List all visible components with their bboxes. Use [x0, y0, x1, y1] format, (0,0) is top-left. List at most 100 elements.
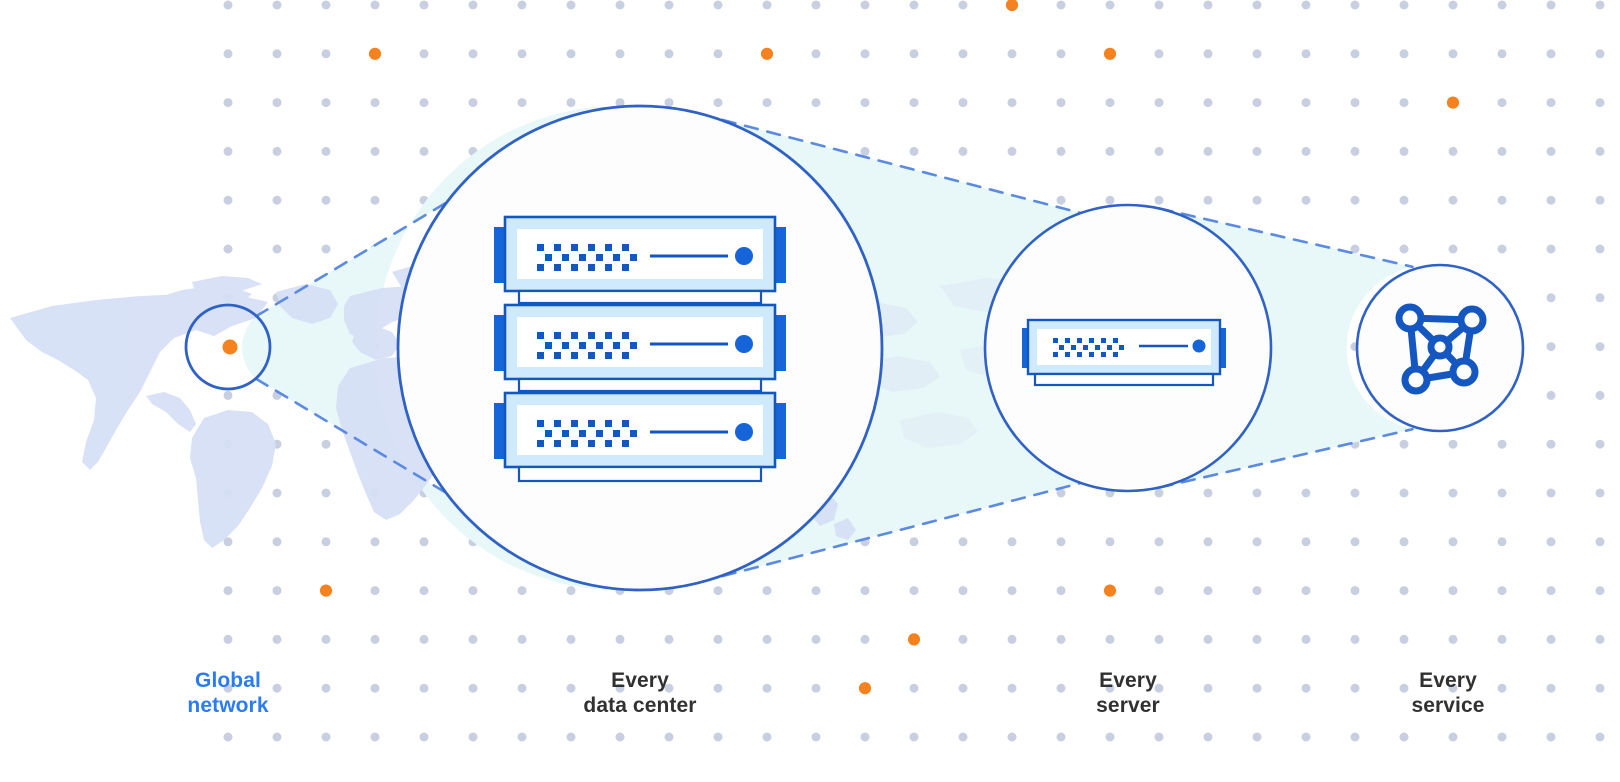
- grid-dot: [1154, 537, 1164, 547]
- grid-dot: [1154, 195, 1164, 205]
- grid-dot: [370, 683, 380, 693]
- grid-dot: [1154, 488, 1164, 498]
- grid-dot: [1105, 0, 1115, 10]
- grid-dot: [1546, 146, 1556, 156]
- grid-dot: [860, 98, 870, 108]
- grid-dot: [1546, 586, 1556, 596]
- grid-dot-highlight: [858, 682, 872, 695]
- grid-dot: [468, 586, 478, 596]
- stage-label-every-data-center: Every data center: [583, 669, 697, 717]
- grid-dot: [272, 244, 282, 254]
- grid-dot: [1252, 683, 1262, 693]
- grid-dot: [1154, 732, 1164, 742]
- grid-dot: [1497, 0, 1507, 10]
- grid-dot: [1546, 439, 1556, 449]
- grid-dot: [1497, 732, 1507, 742]
- connector-line-2-bottom: [699, 480, 1089, 584]
- grid-dot: [223, 98, 233, 108]
- grid-dot: [615, 98, 625, 108]
- grid-dot: [958, 683, 968, 693]
- grid-dot: [1007, 49, 1017, 59]
- grid-dot: [1448, 146, 1458, 156]
- grid-dot: [615, 49, 625, 59]
- grid-dot: [1154, 98, 1164, 108]
- grid-dot: [1497, 586, 1507, 596]
- grid-dot: [1301, 586, 1311, 596]
- grid-dot-highlight: [1005, 0, 1019, 12]
- grid-dot: [1497, 195, 1507, 205]
- grid-dot: [272, 537, 282, 547]
- grid-dot: [713, 683, 723, 693]
- grid-dot: [958, 146, 968, 156]
- stage-label-global-network: Global network: [187, 669, 269, 717]
- grid-dot: [1056, 98, 1066, 108]
- grid-dot: [566, 0, 576, 10]
- grid-dot: [1154, 0, 1164, 10]
- grid-dot: [370, 586, 380, 596]
- grid-dot: [321, 488, 331, 498]
- grid-dot: [1252, 98, 1262, 108]
- grid-dot: [1497, 439, 1507, 449]
- grid-dot: [811, 98, 821, 108]
- grid-dot: [1448, 0, 1458, 10]
- server-rack-divider-1: [517, 289, 763, 305]
- grid-dot: [1056, 49, 1066, 59]
- grid-dot: [958, 732, 968, 742]
- grid-dot: [1056, 195, 1066, 205]
- grid-dot: [615, 683, 625, 693]
- grid-dot: [1350, 683, 1360, 693]
- grid-dot: [1595, 537, 1605, 547]
- grid-dot: [1595, 49, 1605, 59]
- grid-dot: [321, 0, 331, 10]
- network-node-center: [1427, 334, 1453, 360]
- grid-dot: [1252, 537, 1262, 547]
- grid-dot: [517, 98, 527, 108]
- grid-dot: [1595, 634, 1605, 644]
- grid-dot: [272, 49, 282, 59]
- grid-dot: [1497, 49, 1507, 59]
- grid-dot: [1546, 293, 1556, 303]
- grid-dot: [1252, 732, 1262, 742]
- grid-dot: [321, 683, 331, 693]
- grid-dot: [811, 586, 821, 596]
- stage-circle-global-network[interactable]: [184, 303, 272, 391]
- grid-dot: [664, 634, 674, 644]
- grid-dot: [468, 634, 478, 644]
- grid-dot: [1546, 244, 1556, 254]
- grid-dot: [272, 683, 282, 693]
- grid-dot: [1399, 146, 1409, 156]
- grid-dot: [321, 49, 331, 59]
- grid-dot: [1252, 49, 1262, 59]
- grid-dot: [223, 683, 233, 693]
- grid-dot: [419, 98, 429, 108]
- grid-dot: [762, 98, 772, 108]
- server-vent-dots-2: [537, 332, 637, 359]
- server-vent-dots-1: [537, 244, 637, 271]
- grid-dot: [321, 146, 331, 156]
- grid-dot: [1301, 683, 1311, 693]
- grid-dot: [860, 586, 870, 596]
- grid-dot: [370, 146, 380, 156]
- grid-dot: [272, 146, 282, 156]
- grid-dot: [1399, 586, 1409, 596]
- grid-dot: [958, 537, 968, 547]
- grid-dot: [1399, 732, 1409, 742]
- grid-dot: [468, 0, 478, 10]
- grid-dot: [1497, 634, 1507, 644]
- grid-dot: [1497, 683, 1507, 693]
- grid-dot: [223, 244, 233, 254]
- grid-dot: [1105, 537, 1115, 547]
- grid-dot: [909, 0, 919, 10]
- grid-dot: [664, 0, 674, 10]
- grid-dot: [1595, 98, 1605, 108]
- grid-dot: [517, 732, 527, 742]
- grid-dot: [1301, 195, 1311, 205]
- grid-dot: [1105, 634, 1115, 644]
- grid-dot: [860, 49, 870, 59]
- grid-dot: [909, 586, 919, 596]
- grid-dot: [1350, 634, 1360, 644]
- grid-dot: [762, 683, 772, 693]
- grid-dot: [566, 732, 576, 742]
- grid-dot: [1595, 439, 1605, 449]
- grid-dot: [321, 634, 331, 644]
